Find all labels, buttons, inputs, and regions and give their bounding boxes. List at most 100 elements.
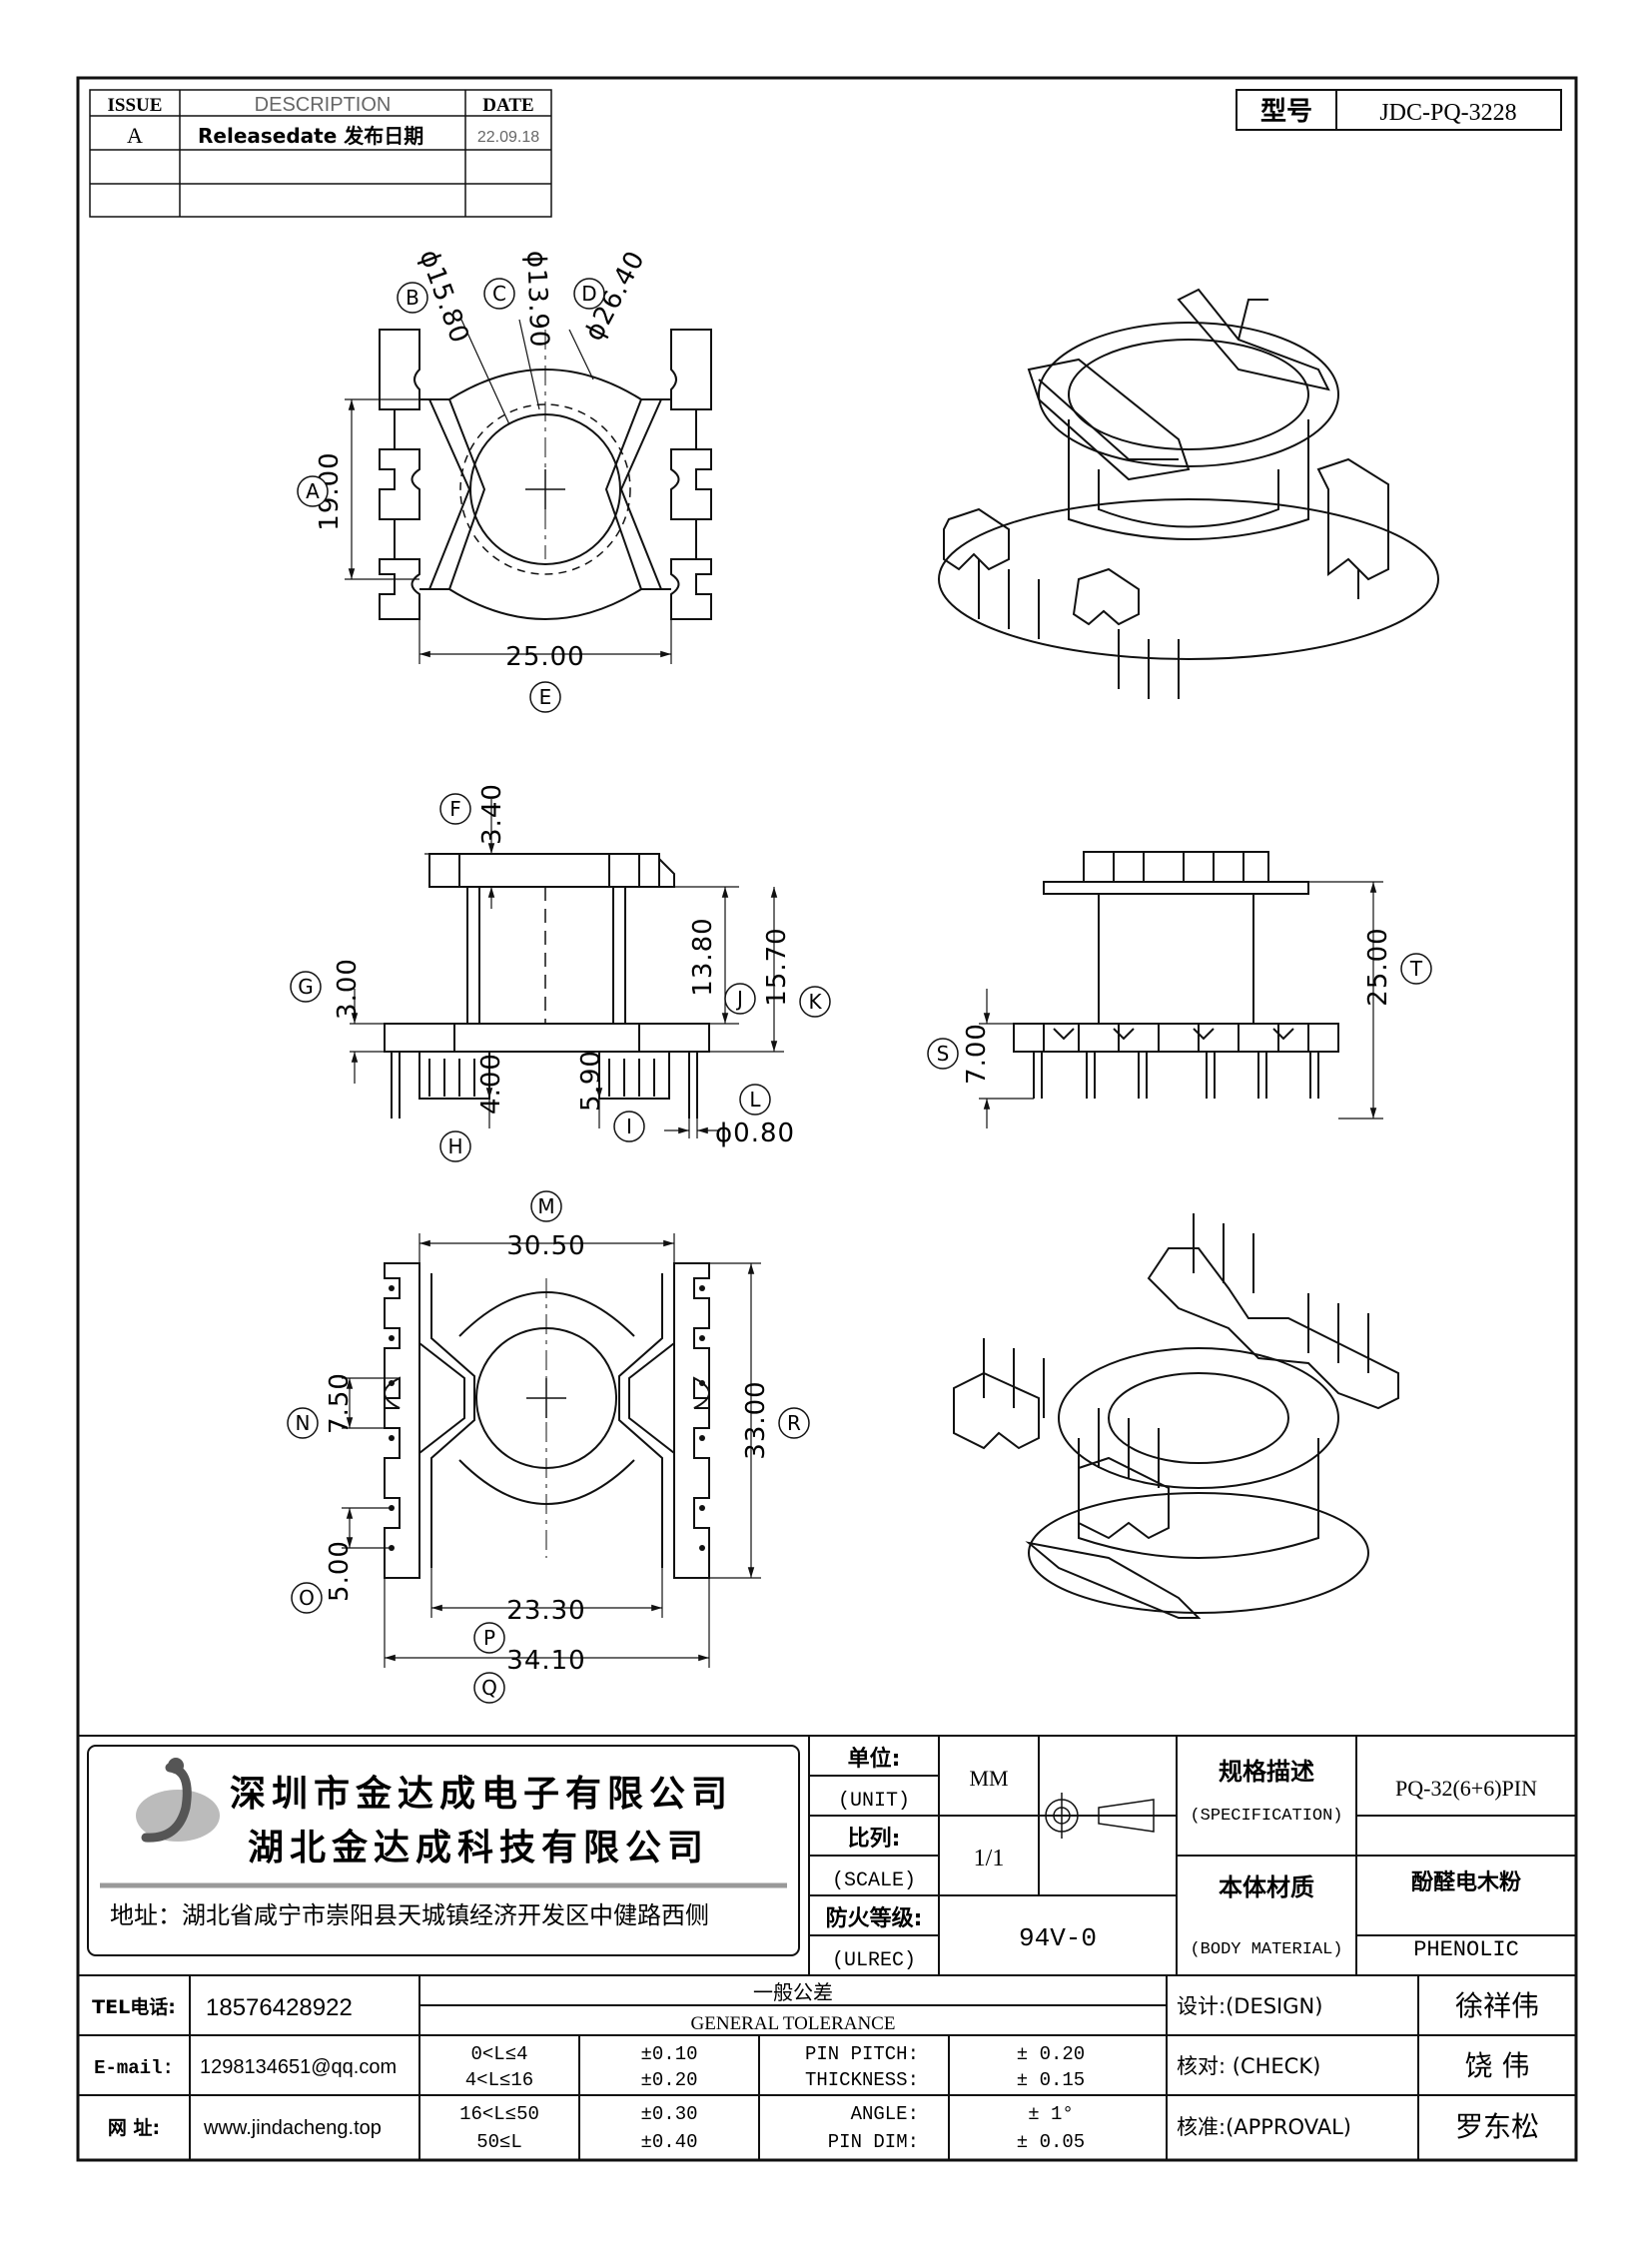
company-address: 地址：湖北省咸宁市崇阳县天城镇经济开发区中健路西侧: [110, 1901, 709, 1929]
rev-row-issue: A: [127, 123, 143, 148]
dim-l: ϕ0.80: [715, 1119, 795, 1148]
tol-value-3: ±0.30: [640, 2103, 697, 2125]
callout-q: Q: [481, 1676, 497, 1700]
rev-header-issue: ISSUE: [108, 95, 163, 116]
model-label: 型号: [1260, 97, 1312, 127]
dim-c: ϕ13.90: [520, 250, 553, 349]
dim-i: 5.90: [576, 1050, 606, 1112]
revision-table: [89, 89, 552, 218]
rev-header-date: DATE: [482, 95, 533, 116]
tol-item-value-2: ± 0.15: [1017, 2069, 1085, 2091]
isometric-view-top: [938, 288, 1439, 699]
callout-i-circle: [613, 1111, 645, 1142]
material-label: 本体材质: [1219, 1873, 1314, 1901]
callout-e-circle: [529, 681, 561, 713]
tol-range-4: 50≤L: [476, 2131, 522, 2153]
model-box: [1236, 89, 1562, 131]
drawing-frame: [76, 76, 1578, 2162]
callout-h-circle: [439, 1130, 471, 1162]
tolerance-title: 一般公差: [753, 1980, 833, 2004]
top-view: [379, 329, 712, 620]
approval-name: 罗东松: [1455, 2110, 1539, 2143]
tol-value-2: ±0.20: [640, 2069, 697, 2091]
front-view: [384, 853, 710, 1119]
callout-i: I: [626, 1115, 632, 1138]
web-value: www.jindacheng.top: [203, 2117, 382, 2139]
model-value: JDC-PQ-3228: [1379, 100, 1516, 126]
callout-t-circle: [1400, 953, 1432, 985]
callout-n: N: [296, 1411, 311, 1435]
tol-range-1: 0<L≤4: [470, 2043, 527, 2065]
callout-c-circle: [483, 278, 515, 310]
callout-g-circle: [290, 971, 322, 1003]
tel-value: 18576428922: [206, 1994, 353, 2021]
scale-label: 比列:: [848, 1827, 901, 1852]
callout-g: G: [298, 975, 314, 999]
spec-value: PQ-32(6+6)PIN: [1395, 1776, 1537, 1801]
tol-item-value-4: ± 0.05: [1017, 2131, 1085, 2153]
check-label: 核对: (CHECK): [1177, 2054, 1320, 2078]
callout-c: C: [492, 282, 506, 306]
callout-a: A: [306, 479, 320, 503]
material-value: 酚醛电木粉: [1411, 1870, 1521, 1895]
callout-r-circle: [778, 1407, 810, 1439]
callout-m-circle: [530, 1190, 562, 1222]
callout-a-circle: [297, 475, 329, 507]
callout-s: S: [937, 1042, 950, 1066]
tol-item-2: THICKNESS:: [805, 2069, 919, 2091]
callout-b-circle: [397, 282, 428, 314]
scale-value: 1/1: [974, 1846, 1005, 1871]
tol-item-1: PIN PITCH:: [805, 2043, 919, 2065]
callout-o-circle: [291, 1582, 323, 1614]
callout-o: O: [299, 1586, 315, 1610]
dim-r: 33.00: [741, 1380, 771, 1459]
rev-header-description: DESCRIPTION: [255, 94, 392, 116]
company-name-1: 深圳市金达成电子有限公司: [230, 1773, 733, 1815]
check-name: 饶 伟: [1465, 2049, 1530, 2082]
callout-e: E: [539, 685, 552, 709]
callout-q-circle: [473, 1672, 505, 1704]
dim-h: 4.00: [476, 1053, 506, 1115]
callout-j-circle: [724, 983, 756, 1015]
callout-d-circle: [573, 278, 605, 310]
dim-o: 5.00: [325, 1540, 355, 1602]
rev-row-date: 22.09.18: [477, 129, 539, 146]
email-label: E-mail:: [94, 2057, 174, 2079]
email-value: 1298134651@qq.com: [200, 2056, 397, 2078]
side-view: [1013, 851, 1339, 1099]
callout-d: D: [581, 282, 596, 306]
tol-range-2: 4<L≤16: [465, 2069, 533, 2091]
dim-j: 13.80: [688, 917, 718, 996]
tol-value-4: ±0.40: [640, 2131, 697, 2153]
fire-value: 94V-0: [1019, 1923, 1097, 1953]
tol-item-4: PIN DIM:: [828, 2131, 919, 2153]
callout-s-circle: [927, 1038, 959, 1070]
callout-t: T: [1409, 957, 1423, 981]
callout-f: F: [449, 797, 461, 821]
projection-symbol-icon: [1039, 1793, 1161, 1839]
callout-p: P: [483, 1626, 495, 1650]
rev-row-description: Releasedate 发布日期: [198, 124, 423, 148]
callout-n-circle: [287, 1407, 319, 1439]
design-label: 设计:(DESIGN): [1177, 1994, 1322, 2018]
callout-k-circle: [799, 986, 831, 1018]
dim-f: 3.40: [477, 783, 507, 845]
callout-m: M: [537, 1194, 554, 1218]
callout-j: J: [735, 987, 743, 1011]
callout-f-circle: [439, 793, 471, 825]
dim-e: 25.00: [505, 642, 584, 672]
material-label-en: (BODY MATERIAL): [1190, 1940, 1342, 1959]
spec-label-en: (SPECIFICATION): [1190, 1807, 1342, 1826]
unit-value: MM: [969, 1766, 1008, 1791]
tolerance-title-en: GENERAL TOLERANCE: [691, 2013, 896, 2034]
company-name-2: 湖北金达成科技有限公司: [248, 1827, 709, 1868]
dim-g: 3.00: [333, 958, 363, 1020]
unit-label: 单位:: [848, 1746, 901, 1772]
design-name: 徐祥伟: [1455, 1989, 1539, 2022]
tel-label: TEL电话:: [92, 1995, 176, 2018]
unit-label-en: (UNIT): [838, 1790, 910, 1813]
tol-item-3: ANGLE:: [851, 2103, 919, 2125]
dim-t: 25.00: [1363, 927, 1393, 1006]
web-label: 网 址:: [108, 2117, 160, 2139]
